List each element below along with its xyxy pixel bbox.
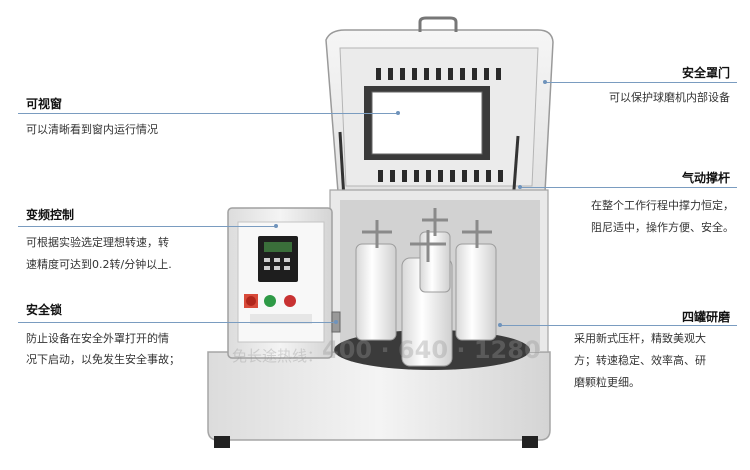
watermark-hotline-number: 400 · 640 · 1280 xyxy=(322,336,541,364)
pointer-dot-frequency-control xyxy=(274,224,278,228)
gas-strut-desc-line1: 在整个工作行程中撑力恒定， xyxy=(591,199,734,212)
pointer-dot-gas-strut xyxy=(518,185,522,189)
control-buttons xyxy=(244,294,296,308)
pointer-line-four-jar xyxy=(500,325,737,326)
bottom-vent-slots xyxy=(378,170,503,182)
four-jar-grinding-desc-line3: 磨颗粒更细。 xyxy=(574,376,640,389)
safety-lock-desc-line1: 防止设备在安全外罩打开的情 xyxy=(26,332,169,345)
viewing-window xyxy=(364,86,490,160)
pointer-line-viewing-window xyxy=(18,113,398,114)
four-jar-grinding-desc-line2: 方；转速稳定、效率高、研 xyxy=(574,354,706,367)
pointer-dot-safety-lock xyxy=(334,320,338,324)
safety-cover xyxy=(325,16,554,193)
pointer-dot-viewing-window xyxy=(396,111,400,115)
grinding-jars xyxy=(355,208,497,367)
pointer-line-frequency-control xyxy=(18,226,276,227)
viewing-window-title: 可视窗 xyxy=(26,97,63,111)
frequency-controller xyxy=(258,236,298,282)
frequency-control-desc-line1: 可根据实验选定理想转速，转 xyxy=(26,236,169,249)
frequency-control-title: 变频控制 xyxy=(26,208,75,222)
watermark-hotline-label: 免长途热线： xyxy=(232,347,323,365)
pointer-dot-safety-cover xyxy=(543,80,547,84)
four-jar-grinding-desc-line1: 采用新式压杆，精致美观大 xyxy=(574,332,706,345)
gas-strut-desc-line2: 阻尼适中，操作方便、安全。 xyxy=(591,221,734,234)
four-jar-grinding-title: 四罐研磨 xyxy=(681,310,730,324)
safety-lock-desc-line2: 况下启动，以免发生安全事故； xyxy=(26,353,180,366)
safety-lock-title: 安全锁 xyxy=(26,303,63,317)
viewing-window-desc: 可以清晰看到窗内运行情况 xyxy=(26,123,158,136)
control-cabinet xyxy=(227,207,333,359)
safety-cover-desc: 可以保护球磨机内部设备 xyxy=(609,91,730,104)
frequency-control-desc-line2: 速精度可达到0.2转/分钟以上. xyxy=(26,258,172,271)
pointer-line-safety-cover xyxy=(545,82,737,83)
top-vent-slots xyxy=(376,68,501,80)
gas-strut-title: 气动撑杆 xyxy=(681,171,730,185)
safety-cover-title: 安全罩门 xyxy=(681,66,730,80)
pointer-dot-four-jar xyxy=(498,323,502,327)
pointer-line-safety-lock xyxy=(18,322,336,323)
pointer-line-gas-strut xyxy=(520,187,737,188)
